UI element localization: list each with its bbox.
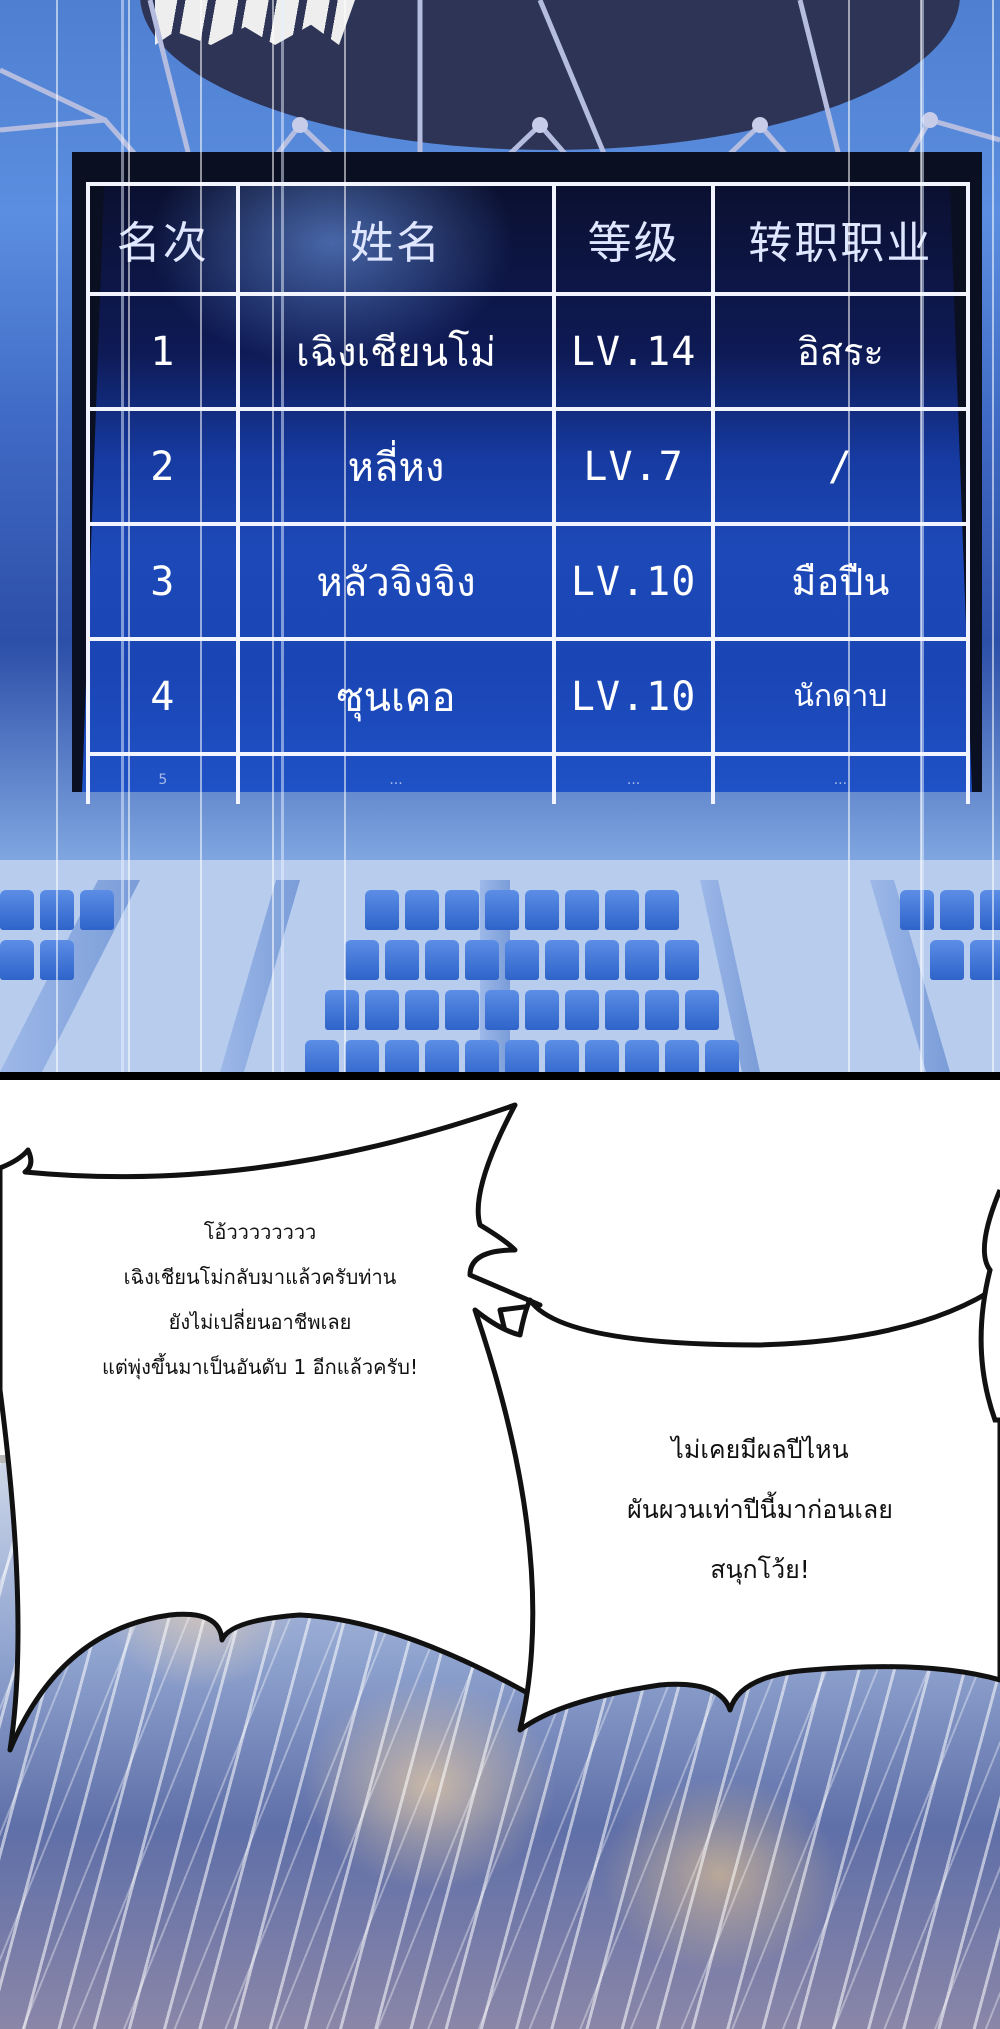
speech-bubble-right-text: ไม่เคยมีผลปีไหน ผันผวนเท่าปีนี้มาก่อนเลย… bbox=[560, 1420, 960, 1600]
header-level: 等级 bbox=[554, 184, 713, 294]
speech-bubble-left-text: โอ้วววววววว เฉิงเชียนโม่กลับมาแล้วครับท่… bbox=[20, 1210, 500, 1390]
rank-cell: 3 bbox=[88, 524, 238, 639]
name-cell: ... bbox=[237, 754, 555, 804]
bubble-line: ผันผวนเท่าปีนี้มาก่อนเลย bbox=[627, 1495, 893, 1524]
level-cell: LV.14 bbox=[554, 294, 713, 409]
job-cell: / bbox=[712, 409, 968, 524]
job-cell: มือปืน bbox=[712, 524, 968, 639]
table-header-row: 名次 姓名 等级 转职职业 bbox=[88, 184, 968, 294]
name-cell: ซุนเคอ bbox=[237, 639, 555, 754]
rank-cell: 2 bbox=[88, 409, 238, 524]
scoreboard: 名次 姓名 等级 转职职业 1 เฉิงเชียนโม่ LV.14 อิสระ… bbox=[72, 152, 982, 804]
scoreboard-panel: 名次 姓名 等级 转职职业 1 เฉิงเชียนโม่ LV.14 อิสระ… bbox=[0, 0, 1000, 1072]
bubble-line: ไม่เคยมีผลปีไหน bbox=[671, 1435, 849, 1464]
bubble-line: แต่พุ่งขึ้นมาเป็นอันดับ 1 อีกแล้วครับ! bbox=[102, 1355, 418, 1379]
level-cell: LV.10 bbox=[554, 639, 713, 754]
bubble-line: สนุกโว้ย! bbox=[710, 1555, 810, 1584]
rank-cell: 5 bbox=[88, 754, 238, 804]
header-rank: 名次 bbox=[88, 184, 238, 294]
speech-bubble-right bbox=[472, 1282, 1000, 1733]
ranking-table: 名次 姓名 等级 转职职业 1 เฉิงเชียนโม่ LV.14 อิสระ… bbox=[86, 182, 970, 804]
level-cell: LV.10 bbox=[554, 524, 713, 639]
panel-border bbox=[0, 1072, 1000, 1080]
table-row-partial: 5 ... ... ... bbox=[88, 754, 968, 804]
bubble-line: เฉิงเชียนโม่กลับมาแล้วครับท่าน bbox=[123, 1265, 397, 1289]
name-cell: หลัวจิงจิง bbox=[237, 524, 555, 639]
name-cell: หลี่หง bbox=[237, 409, 555, 524]
header-job: 转职职业 bbox=[712, 184, 968, 294]
rank-cell: 4 bbox=[88, 639, 238, 754]
rank-cell: 1 bbox=[88, 294, 238, 409]
job-cell: อิสระ bbox=[712, 294, 968, 409]
level-cell: LV.7 bbox=[554, 409, 713, 524]
name-cell: เฉิงเชียนโม่ bbox=[237, 294, 555, 409]
table-row: 2 หลี่หง LV.7 / bbox=[88, 409, 968, 524]
level-cell: ... bbox=[554, 754, 713, 804]
job-cell: ... bbox=[712, 754, 968, 804]
stadium-stands bbox=[0, 860, 1000, 1072]
bubble-line: ยังไม่เปลี่ยนอาชีพเลย bbox=[168, 1310, 352, 1334]
bubble-line: โอ้วววววววว bbox=[203, 1220, 317, 1244]
table-row: 4 ซุนเคอ LV.10 นักดาบ bbox=[88, 639, 968, 754]
header-name: 姓名 bbox=[237, 184, 555, 294]
speech-bubbles bbox=[0, 1102, 1000, 1753]
table-row: 3 หลัวจิงจิง LV.10 มือปืน bbox=[88, 524, 968, 639]
table-row: 1 เฉิงเชียนโม่ LV.14 อิสระ bbox=[88, 294, 968, 409]
job-cell: นักดาบ bbox=[712, 639, 968, 754]
speech-bubble-edge bbox=[978, 1189, 1000, 1423]
